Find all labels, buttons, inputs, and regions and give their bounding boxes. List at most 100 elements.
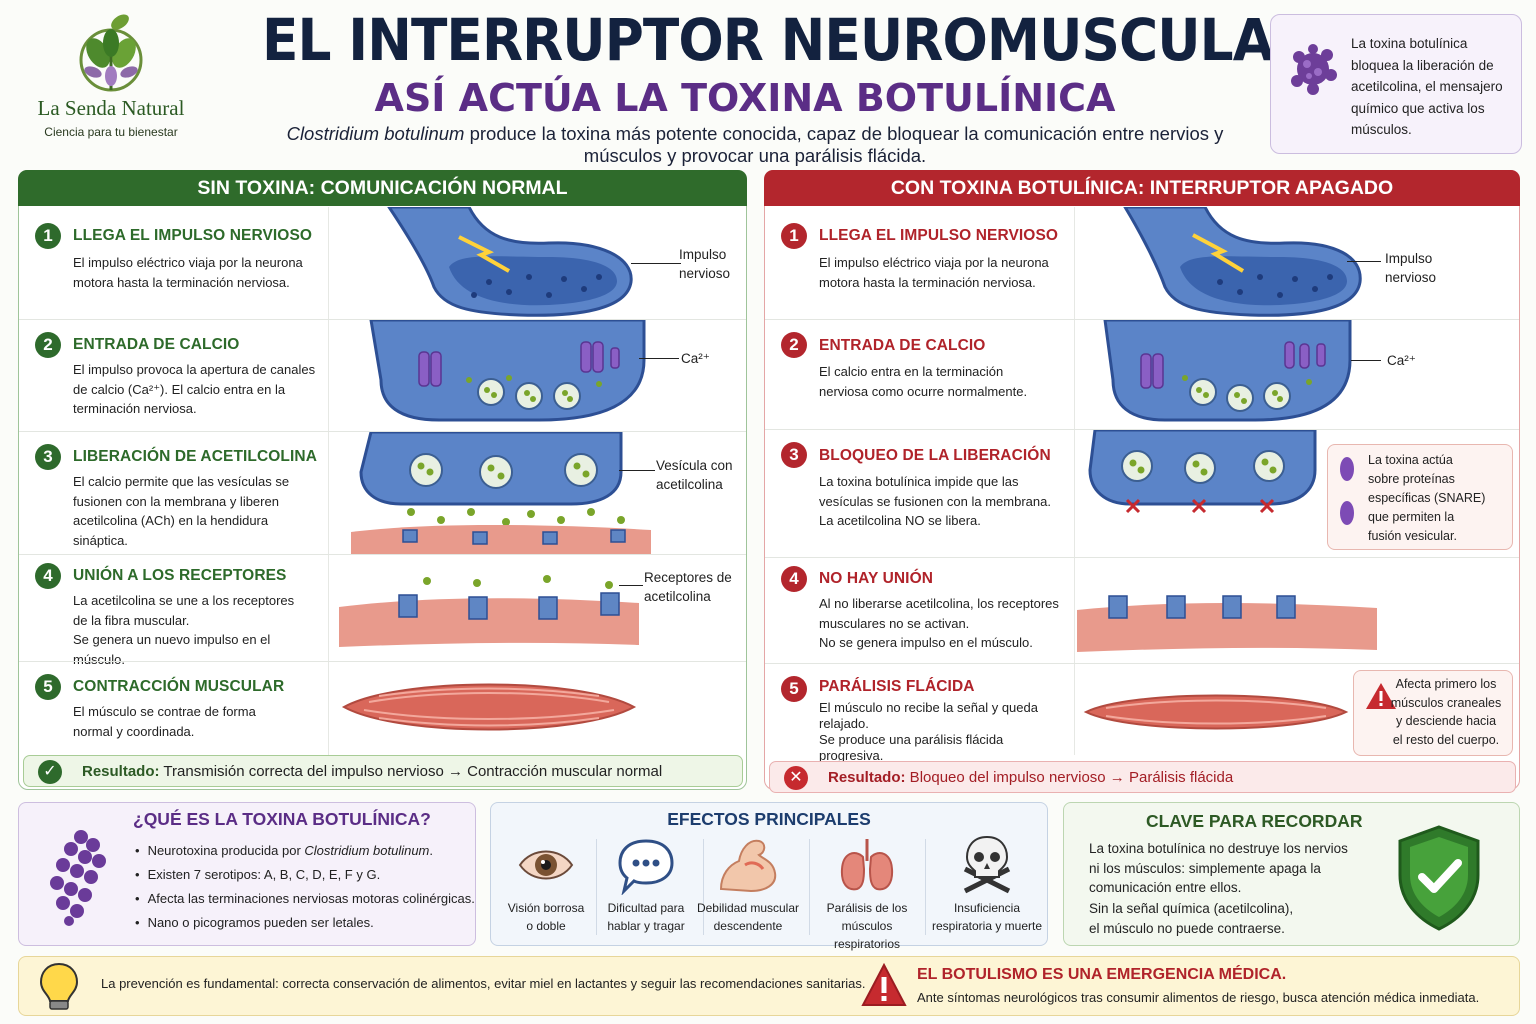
step-title: ENTRADA DE CALCIO: [819, 337, 986, 354]
step-number: 3: [781, 442, 807, 468]
callout-line: [619, 585, 643, 586]
blocked-release-illustration: [1088, 430, 1317, 514]
result-toxin: ✕ Resultado: Bloqueo del impulso nervios…: [769, 761, 1516, 793]
what-is-list: Neurotoxina producida por Clostridium bo…: [135, 839, 475, 935]
lungs-icon: [840, 839, 894, 891]
step-1: 1 LLEGA EL IMPULSO NERVIOSO El impulso e…: [19, 207, 746, 319]
calcium-channel-illustration: [1103, 320, 1352, 422]
step-description: El impulso eléctrico viaja por la neuron…: [73, 255, 303, 290]
shield-check-icon: [1398, 825, 1480, 931]
list-item: Neurotoxina producida por Clostridium bo…: [135, 839, 475, 863]
step-title: NO HAY UNIÓN: [819, 570, 934, 587]
warning-icon: [861, 963, 907, 1006]
effects-title: EFECTOS PRINCIPALES: [667, 809, 871, 829]
step-number: 1: [781, 223, 807, 249]
step-4: 4 UNIÓN A LOS RECEPTORES La acetilcolina…: [19, 554, 746, 667]
step-4: 4 NO HAY UNIÓN Al no liberarse acetilcol…: [765, 557, 1519, 663]
step-number: 1: [35, 223, 61, 249]
page-subtitle: ASÍ ACTÚA LA TOXINA BOTULÍNICA: [374, 76, 1116, 120]
result-normal: ✓ Resultado: Transmisión correcta del im…: [23, 755, 743, 787]
step-2: 2 ENTRADA DE CALCIO El impulso provoca l…: [19, 319, 746, 431]
page-title: EL INTERRUPTOR NEUROMUSCULAR: [262, 6, 1314, 74]
emergency-text: Ante síntomas neurológicos tras consumir…: [917, 990, 1480, 1005]
skull-icon: [963, 835, 1011, 894]
emergency-title: EL BOTULISMO ES UNA EMERGENCIA MÉDICA.: [917, 966, 1287, 983]
step-number: 5: [35, 674, 61, 700]
brand-tagline: Ciencia para tu bienestar: [44, 125, 178, 139]
intro-species: Clostridium botulinum: [286, 123, 465, 144]
callout-line: [1347, 261, 1381, 262]
nerve-terminal-illustration: [387, 207, 633, 317]
step-title: LIBERACIÓN DE ACETILCOLINA: [73, 448, 317, 465]
leaf-tree-icon: [79, 14, 143, 92]
key-title: CLAVE PARA RECORDAR: [1146, 811, 1363, 831]
result-text: Resultado: Bloqueo del impulso nervioso …: [828, 769, 1234, 786]
warning-icon: [1366, 683, 1396, 709]
list-item: Existen 7 serotipos: A, B, C, D, E, F y …: [135, 863, 475, 887]
step-5: 5 PARÁLISIS FLÁCIDA El músculo no recibe…: [765, 663, 1519, 763]
snare-protein-icon: [1340, 457, 1354, 525]
calcium-channel-illustration: [369, 320, 646, 422]
muscle-relaxed-illustration: [1083, 694, 1349, 730]
panel-normal: SIN TOXINA: COMUNICACIÓN NORMAL 1 LLEGA …: [18, 170, 747, 790]
brand-name: La Senda Natural: [37, 96, 185, 120]
prevention-text: La prevención es fundamental: correcta c…: [101, 976, 866, 991]
footer-banner: La prevención es fundamental: correcta c…: [18, 956, 1520, 1016]
step-title: UNIÓN A LOS RECEPTORES: [73, 567, 287, 584]
step-description: Al no liberarse acetilcolina, los recept…: [819, 596, 1059, 650]
list-item: Nano o picogramos pueden ser letales.: [135, 911, 475, 935]
intro-body: produce la toxina más potente conocida, …: [464, 123, 1224, 166]
panel-toxin: CON TOXINA BOTULÍNICA: INTERRUPTOR APAGA…: [764, 170, 1520, 793]
info-box-text: La toxina botulínica bloquea la liberaci…: [1351, 36, 1503, 137]
acetylcholine-release-illustration: [351, 432, 651, 555]
speech-bubble-icon: [618, 839, 674, 895]
step-3: 3 LIBERACIÓN DE ACETILCOLINA El calcio p…: [19, 431, 746, 555]
step-number: 4: [35, 563, 61, 589]
column-divider: [328, 207, 329, 755]
check-icon: ✓: [38, 760, 62, 784]
key-paragraph-1: La toxina botulínica no destruye los ner…: [1089, 841, 1348, 895]
step-5: 5 CONTRACCIÓN MUSCULAR El músculo se con…: [19, 661, 746, 755]
step-number: 4: [781, 566, 807, 592]
step-number: 3: [35, 444, 61, 470]
lightbulb-icon: [39, 962, 79, 1010]
panel-normal-header: SIN TOXINA: COMUNICACIÓN NORMAL: [18, 170, 747, 206]
intro-text: Clostridium botulinum produce la toxina …: [280, 123, 1230, 167]
eye-icon: [518, 850, 574, 880]
callout-line: [619, 470, 655, 471]
step-title: BLOQUEO DE LA LIBERACIÓN: [819, 447, 1051, 464]
step-title: ENTRADA DE CALCIO: [73, 336, 240, 353]
step-1: 1 LLEGA EL IMPULSO NERVIOSO El impulso e…: [765, 207, 1519, 319]
key-box: CLAVE PARA RECORDAR La toxina botulínica…: [1063, 802, 1520, 946]
list-item: Afecta las terminaciones nerviosas motor…: [135, 887, 475, 911]
step-title: PARÁLISIS FLÁCIDA: [819, 678, 975, 695]
toxin-cluster-icon: [1291, 44, 1337, 95]
callout-line: [639, 358, 679, 359]
callout-calcium: Ca²⁺: [681, 351, 710, 366]
step-description: El impulso provoca la apertura de canale…: [73, 362, 316, 416]
step-number: 2: [35, 332, 61, 358]
step-title: LLEGA EL IMPULSO NERVIOSO: [73, 227, 313, 244]
arm-muscle-icon: [719, 839, 777, 893]
